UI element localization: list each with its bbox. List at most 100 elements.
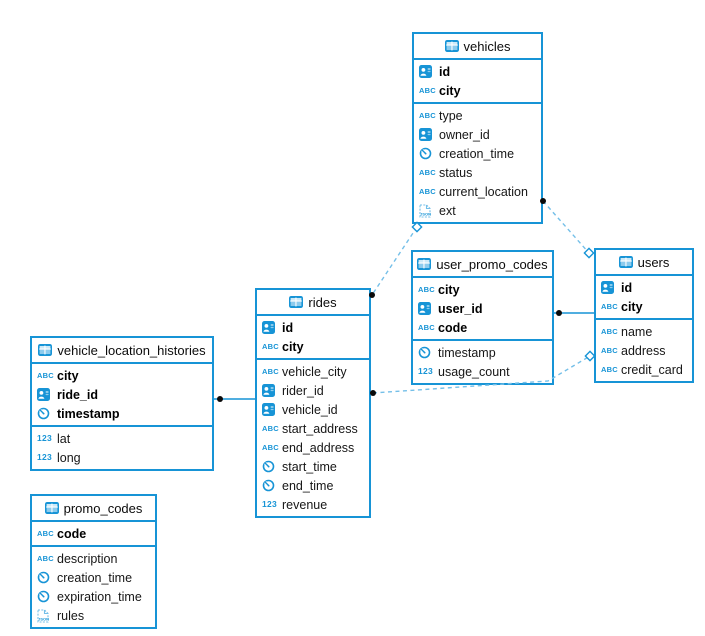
field-type-icon-wrap: ABC <box>418 324 438 332</box>
field-name: vehicle_city <box>282 364 347 379</box>
string-type-icon: ABC <box>262 366 279 376</box>
field-row[interactable]: expiration_time <box>32 587 155 606</box>
string-type-icon: ABC <box>601 301 618 311</box>
field-row[interactable]: creation_time <box>32 568 155 587</box>
field-name: creation_time <box>57 570 133 585</box>
time-type-icon <box>262 460 275 473</box>
field-name: rider_id <box>282 383 324 398</box>
field-name: id <box>282 320 294 335</box>
field-type-icon-wrap <box>37 571 57 584</box>
table-header[interactable]: user_promo_codes <box>413 252 552 278</box>
field-row[interactable]: vehicle_id <box>257 400 369 419</box>
field-name: code <box>438 320 468 335</box>
id-type-icon <box>601 281 614 294</box>
field-row[interactable]: id <box>257 318 369 337</box>
id-type-icon <box>262 384 275 397</box>
table-header[interactable]: users <box>596 250 692 276</box>
field-row[interactable]: ride_id <box>32 385 212 404</box>
field-row[interactable]: owner_id <box>414 125 541 144</box>
table-icon <box>44 502 59 514</box>
field-type-icon-wrap: ABC <box>37 555 57 563</box>
field-row[interactable]: creation_time <box>414 144 541 163</box>
field-type-icon-wrap <box>419 147 439 160</box>
string-type-icon: ABC <box>419 167 436 177</box>
table-header[interactable]: vehicle_location_histories <box>32 338 212 364</box>
field-row[interactable]: timestamp <box>413 343 552 362</box>
table-title: vehicle_location_histories <box>57 342 206 358</box>
table-header[interactable]: vehicles <box>414 34 541 60</box>
field-name: start_address <box>282 421 358 436</box>
table-icon <box>444 40 459 52</box>
number-type-icon: 123 <box>418 366 434 377</box>
field-name: address <box>621 343 666 358</box>
string-type-icon: ABC <box>419 186 436 196</box>
field-row[interactable]: end_time <box>257 476 369 495</box>
table-header[interactable]: promo_codes <box>32 496 155 522</box>
field-type-icon-wrap <box>37 407 57 420</box>
string-type-icon: ABC <box>418 322 435 332</box>
field-type-icon-wrap: ABC <box>419 87 439 95</box>
field-row[interactable]: user_id <box>413 299 552 318</box>
field-type-icon-wrap <box>37 590 57 603</box>
string-type-icon: ABC <box>262 341 279 351</box>
table-icon <box>289 296 304 308</box>
number-type-icon: 123 <box>262 499 278 510</box>
field-type-icon-wrap: 123 <box>418 367 438 376</box>
field-row[interactable]: id <box>414 62 541 81</box>
field-name: expiration_time <box>57 589 142 604</box>
field-name: long <box>57 450 81 465</box>
field-name: timestamp <box>438 345 496 360</box>
table-header[interactable]: rides <box>257 290 369 316</box>
field-name: owner_id <box>439 127 490 142</box>
string-type-icon: ABC <box>37 553 54 563</box>
number-type-icon: 123 <box>37 433 53 444</box>
field-name: description <box>57 551 118 566</box>
field-name: name <box>621 324 653 339</box>
field-row[interactable]: start_time <box>257 457 369 476</box>
field-type-icon-wrap: ABC <box>418 286 438 294</box>
field-row[interactable]: timestamp <box>32 404 212 423</box>
field-type-icon-wrap: ABC <box>601 328 621 336</box>
field-row[interactable]: id <box>596 278 692 297</box>
time-type-icon <box>37 571 50 584</box>
field-type-icon-wrap: JSON <box>37 608 57 623</box>
field-row[interactable]: rider_id <box>257 381 369 400</box>
field-name: code <box>57 526 87 541</box>
